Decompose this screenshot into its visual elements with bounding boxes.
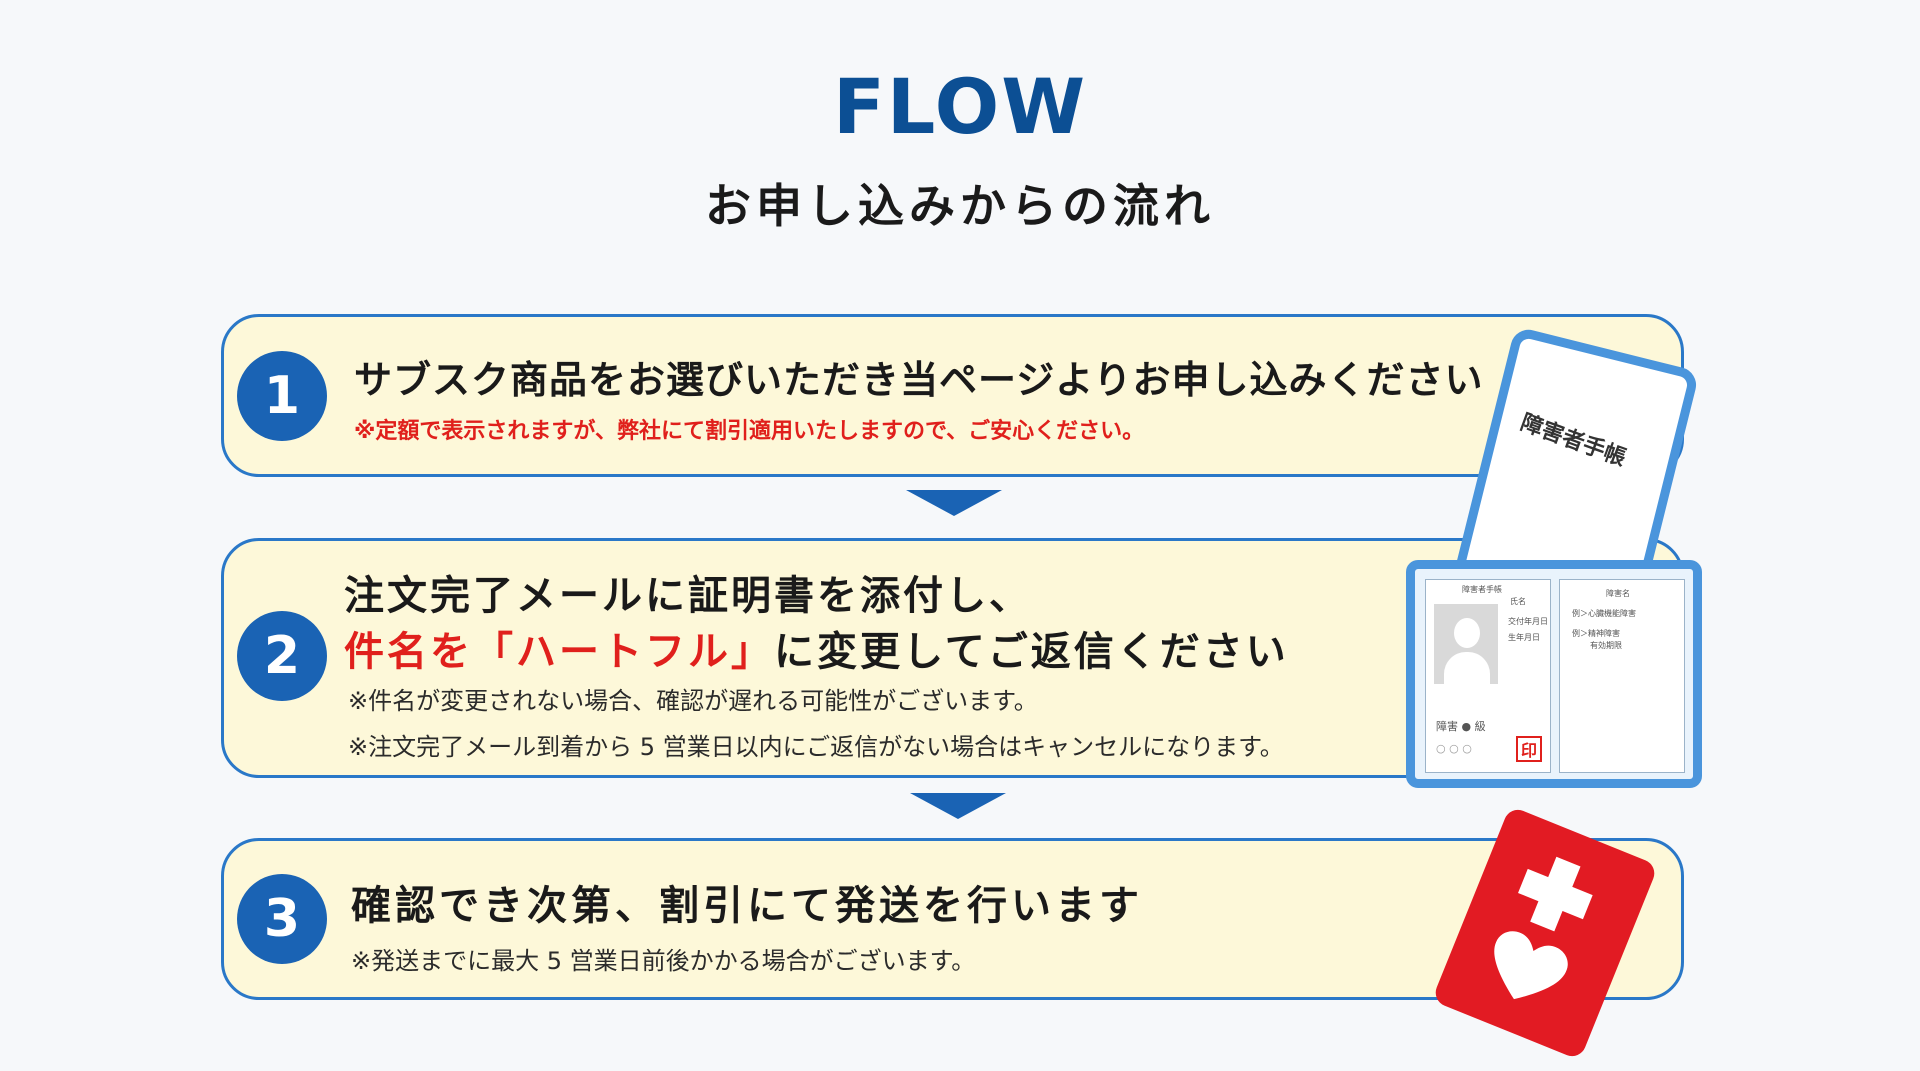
step-heading: 確認でき次第、割引にて発送を行います (351, 873, 1143, 931)
step-number-badge: 1 (237, 351, 327, 441)
handbook-open-icon: 障害者手帳 氏名 交付年月日 生年月日 障害 ● 級 ○ ○ ○ 印 障害名 例… (1406, 560, 1702, 788)
handbook-left-date: 交付年月日 (1508, 616, 1548, 627)
down-arrow-icon (910, 793, 1006, 819)
handbook-left-grade: 障害 ● 級 (1436, 718, 1486, 734)
heart-icon (1478, 926, 1573, 1016)
step-1-panel: 1 サブスク商品をお選びいただき当ページよりお申し込みください ※定額で表示され… (221, 314, 1684, 477)
stamp-icon: 印 (1516, 736, 1542, 762)
step-heading-line2: 件名を「ハートフル」に変更してご返信ください (344, 619, 1289, 677)
page-title: FLOW (0, 62, 1920, 151)
step-number-badge: 3 (237, 874, 327, 964)
handbook-left-birth: 生年月日 (1508, 632, 1540, 643)
handbook-right-line1: 例＞心臓機能障害 (1572, 608, 1636, 619)
handbook-left-name: 氏名 (1510, 596, 1526, 607)
handbook-right-page: 障害名 例＞心臓機能障害 例＞精神障害 有効期限 (1559, 579, 1685, 773)
handbook-left-circles: ○ ○ ○ (1436, 742, 1472, 755)
handbook-right-line3: 有効期限 (1590, 640, 1622, 651)
handbook-cover-text: 障害者手帳 (1517, 405, 1631, 473)
step-note: ※定額で表示されますが、弊社にて割引適用いたしますので、ご安心ください。 (354, 413, 1144, 445)
step-heading: サブスク商品をお選びいただき当ページよりお申し込みください (354, 349, 1483, 404)
down-arrow-icon (906, 490, 1002, 516)
page-subtitle: お申し込みからの流れ (0, 170, 1920, 236)
step-note-1: ※件名が変更されない場合、確認が遅れる可能性がございます。 (348, 681, 1038, 716)
subject-highlight: 件名を「ハートフル」 (344, 629, 774, 675)
step-heading-line2-rest: に変更してご返信ください (774, 629, 1289, 675)
photo-placeholder-icon (1434, 604, 1498, 684)
handbook-left-page: 障害者手帳 氏名 交付年月日 生年月日 障害 ● 級 ○ ○ ○ 印 (1425, 579, 1551, 773)
handbook-left-title: 障害者手帳 (1462, 584, 1502, 595)
handbook-right-line2: 例＞精神障害 (1572, 628, 1620, 639)
step-note: ※発送までに最大 5 営業日前後かかる場合がございます。 (351, 941, 975, 976)
step-note-2: ※注文完了メール到着から 5 営業日以内にご返信がない場合はキャンセルになります… (348, 727, 1284, 762)
step-heading-line1: 注文完了メールに証明書を添付し、 (344, 563, 1032, 621)
step-number-badge: 2 (237, 611, 327, 701)
handbook-right-title: 障害名 (1606, 588, 1630, 599)
